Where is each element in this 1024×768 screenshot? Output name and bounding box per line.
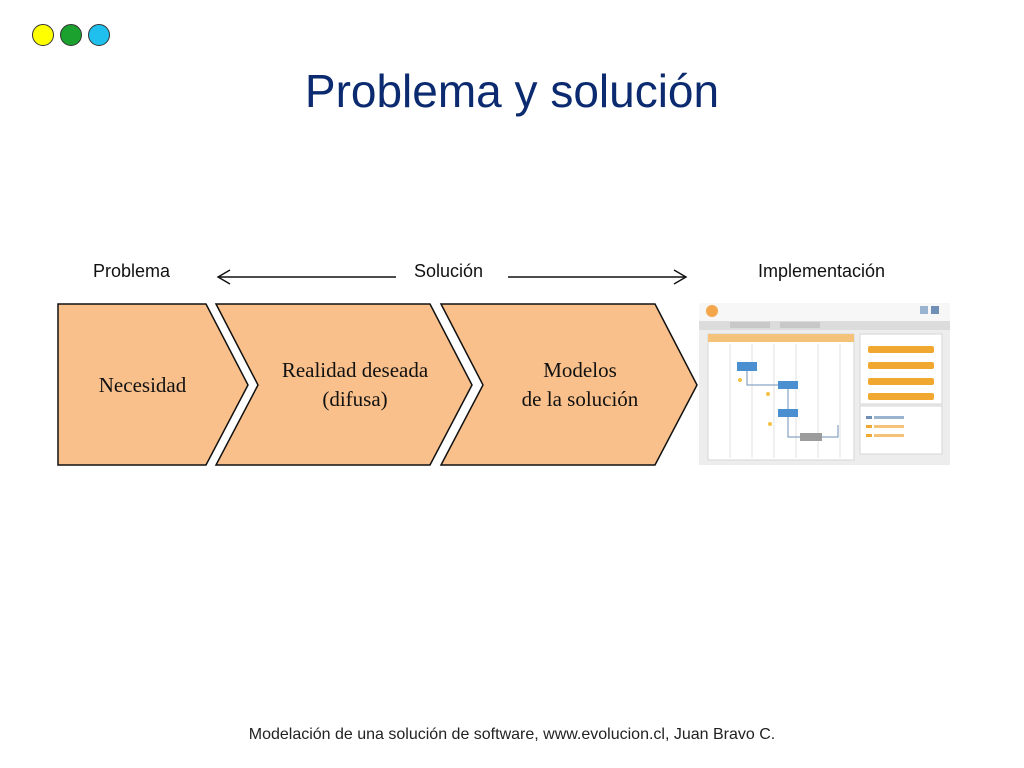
stage-label-solucion: Solución — [414, 261, 484, 281]
app-logo-icon — [706, 305, 718, 317]
chevron-label-realidad-line1: Realidad deseada — [281, 358, 429, 382]
chevron-modelos — [439, 303, 698, 466]
decorative-dots — [32, 24, 110, 46]
yellow-dot-icon — [32, 24, 54, 46]
chevron-necesidad — [57, 303, 249, 466]
cyan-dot-icon — [88, 24, 110, 46]
arrow-right-head-icon — [673, 269, 688, 285]
chevron-label-necesidad-line1: Necesidad — [98, 373, 187, 397]
solucion-span-arrow — [216, 269, 688, 285]
implementation-screenshot — [699, 303, 950, 465]
arrow-left-head-icon — [216, 269, 231, 285]
chevron-label-modelos-line2: de la solución — [521, 387, 639, 412]
chevron-label-modelos: Modelos de la solución — [480, 356, 680, 415]
footer-credit: Modelación de una solución de software, … — [248, 726, 776, 743]
chevron-label-necesidad: Necesidad — [60, 371, 225, 400]
chevron-label-realidad: Realidad deseada (difusa) — [255, 356, 455, 415]
chevron-label-modelos-line1: Modelos — [543, 358, 617, 382]
stage-label-implementacion: Implementación — [758, 261, 886, 281]
stage-label-problema: Problema — [93, 261, 171, 281]
green-dot-icon — [60, 24, 82, 46]
chevron-realidad-deseada — [214, 303, 473, 466]
page-title: Problema y solución — [304, 65, 720, 117]
chevron-label-realidad-line2: (difusa) — [322, 387, 388, 412]
